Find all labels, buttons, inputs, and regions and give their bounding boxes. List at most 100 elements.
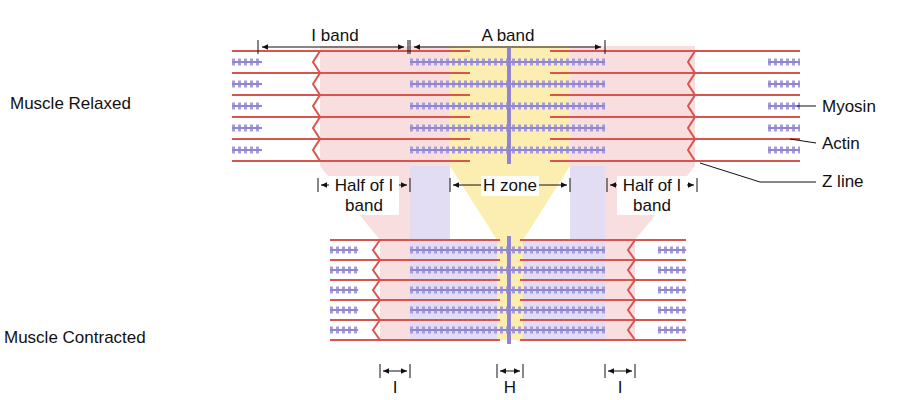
- filament: [330, 267, 358, 274]
- filament: [320, 94, 470, 96]
- filament: [520, 339, 635, 341]
- filament: [550, 138, 695, 140]
- dimension-label: Half of I band: [329, 176, 399, 215]
- filament: [768, 149, 800, 151]
- filament: [550, 72, 695, 74]
- filament: [768, 127, 800, 129]
- filament: [635, 279, 686, 281]
- filament: [232, 105, 262, 107]
- filament: [507, 236, 511, 344]
- filament: [330, 307, 358, 314]
- filament: [232, 125, 262, 132]
- filament: [768, 103, 800, 110]
- state-label: Muscle Contracted: [4, 328, 146, 348]
- filament: [232, 103, 262, 110]
- filament: [330, 289, 358, 291]
- filament: [507, 48, 511, 164]
- filament: [658, 249, 686, 251]
- filament: [768, 147, 800, 154]
- filament: [380, 239, 500, 241]
- filament: [330, 309, 358, 311]
- filament: [330, 327, 358, 334]
- filament: [232, 127, 262, 129]
- filament: [380, 279, 500, 281]
- filament: [232, 94, 320, 96]
- filament: [330, 329, 358, 331]
- filament: [232, 160, 320, 162]
- part-label: Z line: [822, 172, 864, 192]
- filament: [768, 59, 800, 66]
- filament: [330, 239, 380, 241]
- state-label: Muscle Relaxed: [10, 94, 131, 114]
- dimension-label: I: [618, 378, 623, 398]
- filament: [658, 327, 686, 334]
- filament: [232, 72, 320, 74]
- z-line: [628, 240, 635, 340]
- filament: [380, 259, 500, 261]
- band-label: I band: [309, 26, 360, 46]
- filament: [768, 83, 800, 85]
- filament: [635, 339, 686, 341]
- filament: [330, 299, 380, 301]
- filament: [520, 239, 635, 241]
- filament: [695, 116, 800, 118]
- filament: [232, 116, 320, 118]
- z-line: [313, 51, 320, 161]
- filament: [380, 319, 500, 321]
- filament: [320, 160, 470, 162]
- filament: [380, 299, 500, 301]
- dimension-label: H: [504, 378, 516, 398]
- filament: [520, 319, 635, 321]
- filament: [330, 319, 380, 321]
- part-label: Actin: [822, 134, 860, 154]
- filament: [768, 125, 800, 132]
- filament: [695, 50, 800, 52]
- filament: [550, 160, 695, 162]
- filament: [330, 247, 358, 254]
- filament: [635, 299, 686, 301]
- filament: [380, 339, 500, 341]
- filament: [695, 160, 800, 162]
- filament: [658, 289, 686, 291]
- filament: [658, 309, 686, 311]
- dimension-label: I: [393, 378, 398, 398]
- filament: [232, 147, 262, 154]
- filament: [330, 339, 380, 341]
- filament: [658, 329, 686, 331]
- dimension-label: Half of I band: [617, 176, 687, 215]
- filament: [520, 259, 635, 261]
- dimension-label: H zone: [481, 176, 539, 196]
- filament: [768, 61, 800, 63]
- filament: [320, 72, 470, 74]
- filament: [695, 138, 800, 140]
- filament: [320, 138, 470, 140]
- filament: [232, 61, 262, 63]
- band-label: A band: [480, 26, 537, 46]
- filament: [330, 259, 380, 261]
- part-label: Myosin: [822, 97, 876, 117]
- filament: [658, 287, 686, 294]
- filament: [330, 279, 380, 281]
- filament: [232, 50, 320, 52]
- filament: [635, 319, 686, 321]
- filament: [550, 116, 695, 118]
- filament: [658, 247, 686, 254]
- filament: [695, 72, 800, 74]
- filament: [232, 59, 262, 66]
- z-line: [688, 51, 695, 161]
- filament: [232, 81, 262, 88]
- filament: [658, 307, 686, 314]
- filament: [635, 259, 686, 261]
- filament: [550, 94, 695, 96]
- filament: [520, 279, 635, 281]
- filament: [330, 249, 358, 251]
- filament: [520, 299, 635, 301]
- filament: [768, 81, 800, 88]
- filament: [658, 267, 686, 274]
- filament: [635, 239, 686, 241]
- filament: [232, 149, 262, 151]
- z-line: [373, 240, 380, 340]
- filament: [320, 116, 470, 118]
- filament: [768, 105, 800, 107]
